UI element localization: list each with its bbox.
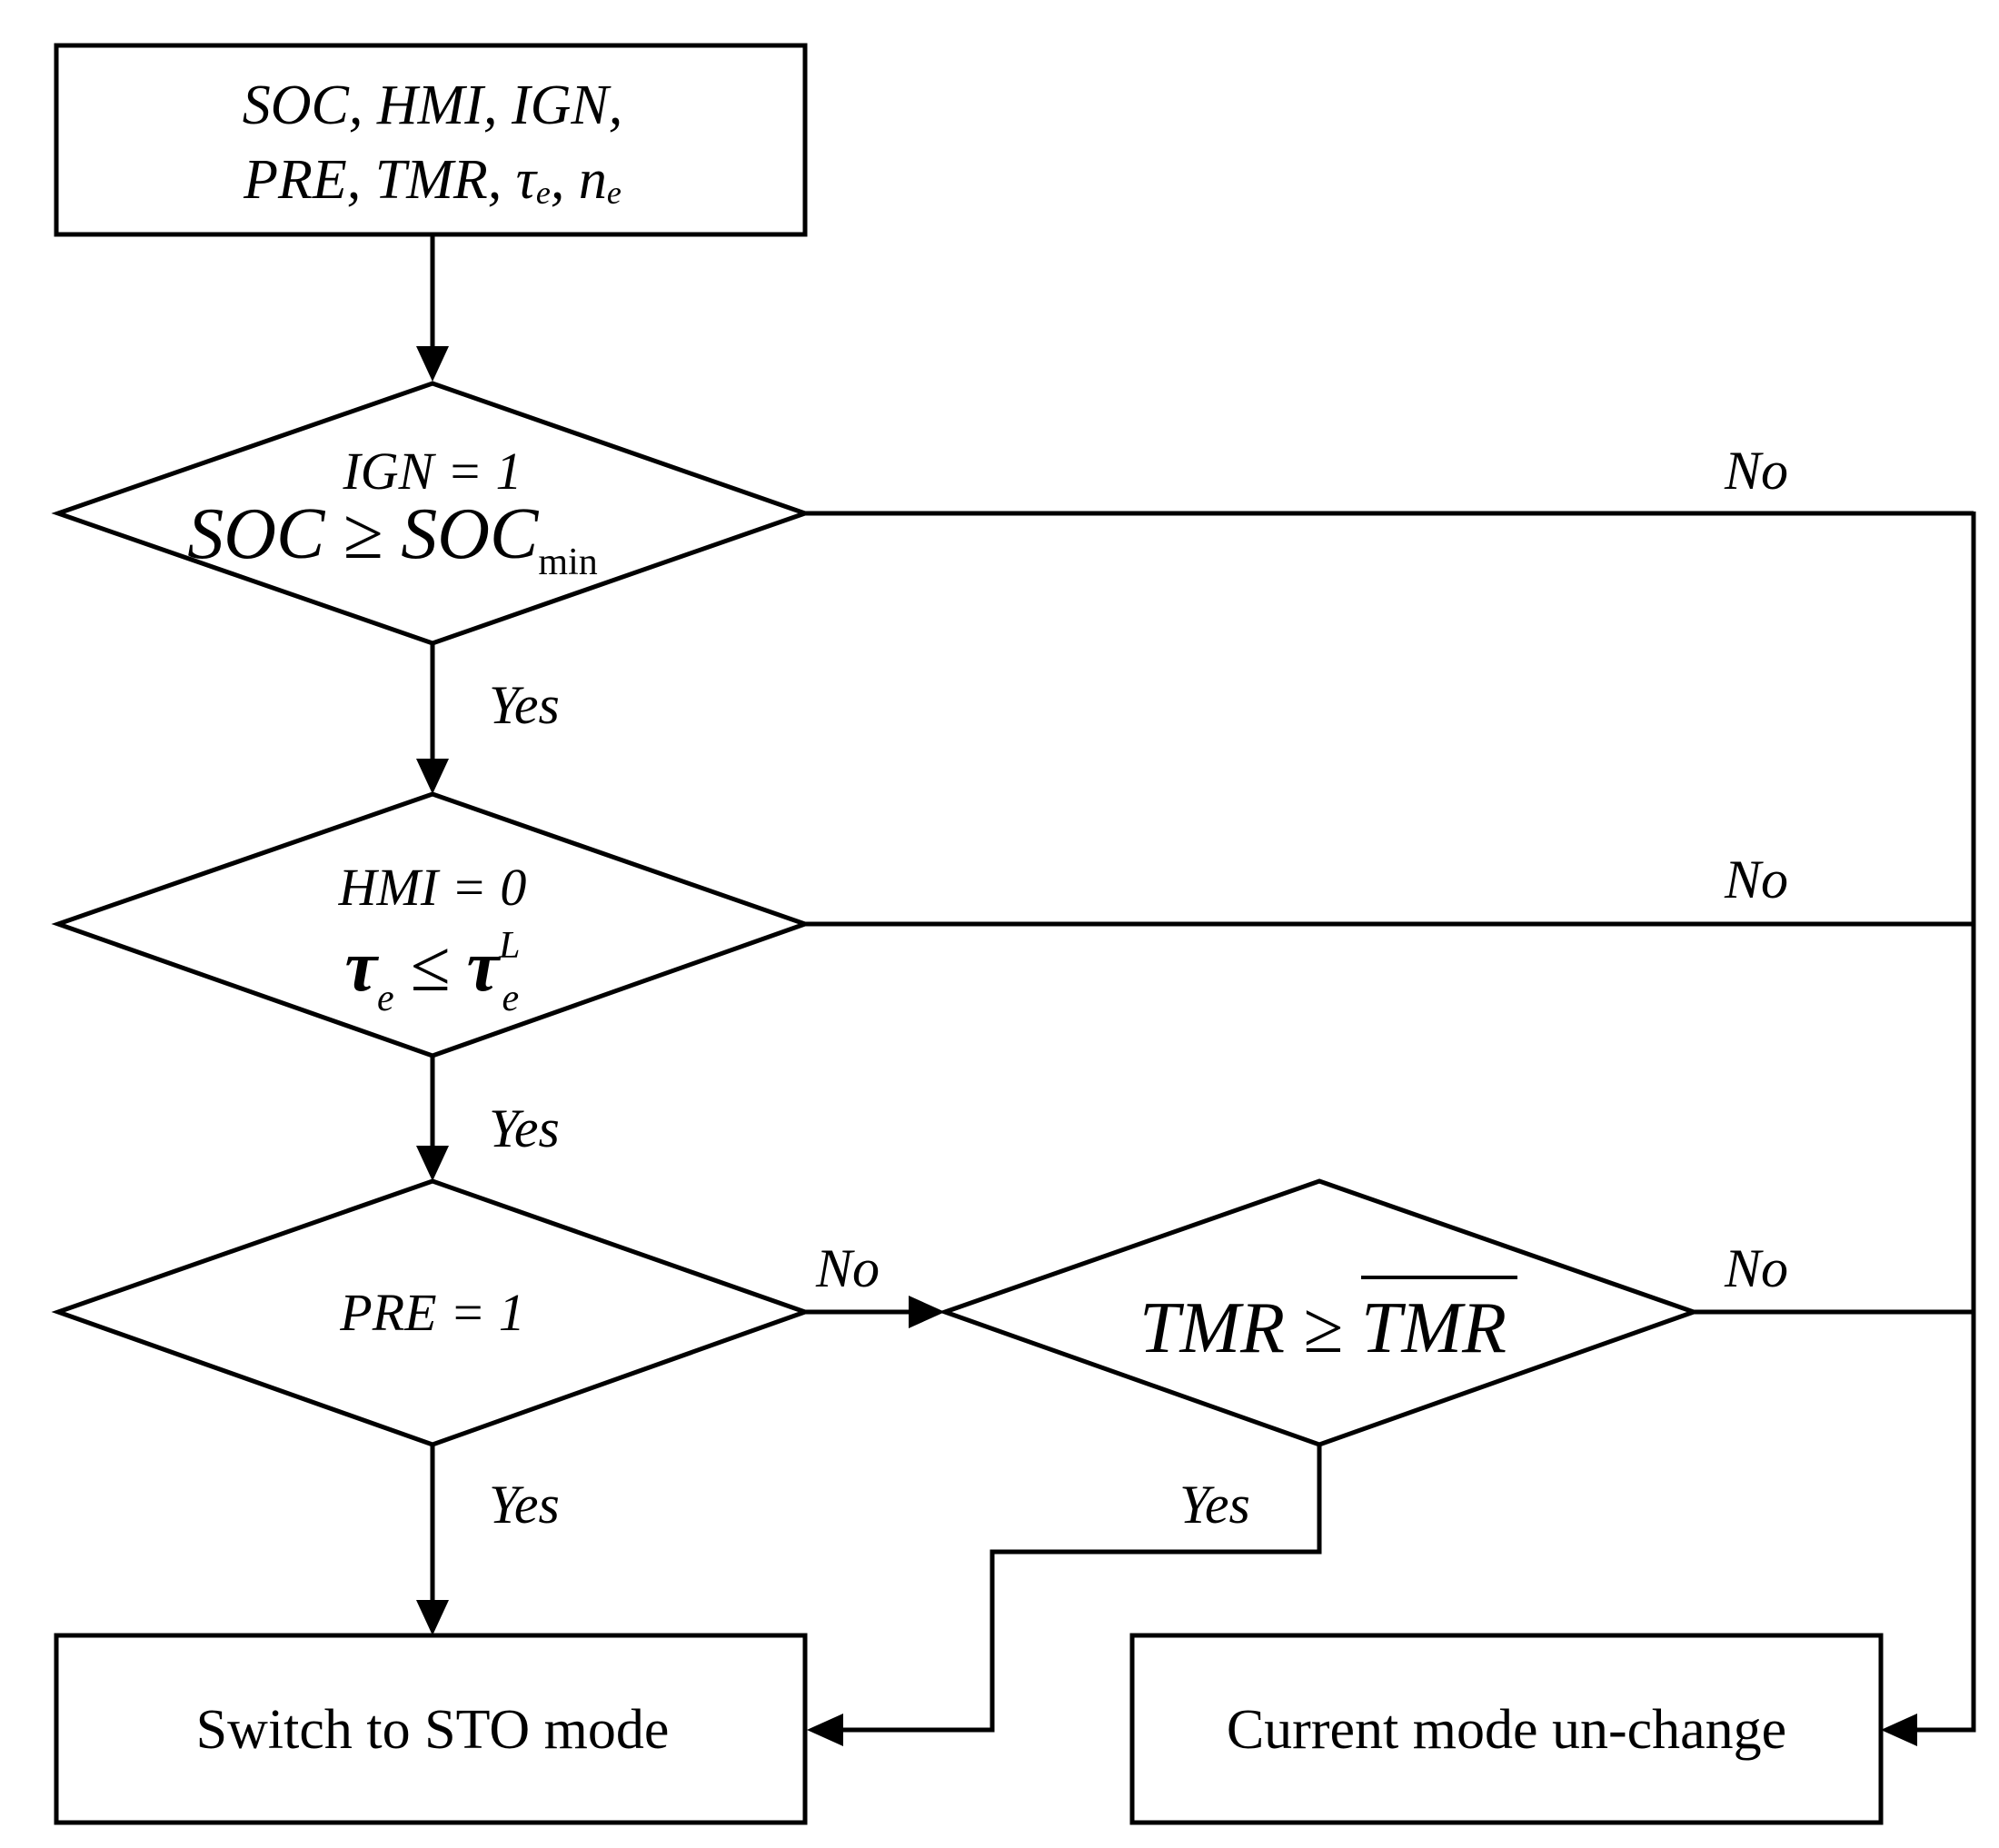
edge-labels: Yes No Yes No No Yes Yes No — [489, 441, 1788, 1535]
label-pre-yes: Yes — [489, 1475, 560, 1535]
decision-ign-line2: SOC ≥ SOCmin — [187, 494, 598, 583]
label-hmi-no: No — [1724, 849, 1788, 909]
decision-hmi-sub1: e — [377, 978, 394, 1019]
inputs-line2-a: PRE, TMR, — [243, 149, 502, 211]
node-decision-ign: IGN = 1 SOC ≥ SOCmin — [51, 381, 812, 646]
decision-hmi-sup2: L — [498, 925, 520, 967]
label-hmi-yes: Yes — [489, 1098, 560, 1158]
label-tmr-yes: Yes — [1179, 1475, 1250, 1535]
decision-tmr-label: TMR ≥ TMR — [1139, 1288, 1507, 1368]
inputs-tau-sub: e — [536, 174, 551, 211]
arrowhead-tmr — [909, 1296, 945, 1328]
edge-tmr-yes — [841, 1445, 1322, 1733]
inputs-line1: SOC, HMI, IGN, — [243, 75, 622, 136]
label-ign-yes: Yes — [489, 675, 560, 735]
decision-hmi-line1: HMI = 0 — [338, 858, 527, 917]
node-current-mode: Current mode un-change — [1129, 1633, 1884, 1825]
inputs-tau: τ — [516, 149, 539, 211]
decision-ign-min: min — [538, 541, 597, 583]
arrowhead-sto-right — [807, 1714, 843, 1746]
current-mode-label: Current mode un-change — [1227, 1699, 1786, 1761]
decision-pre-diamond — [51, 1178, 812, 1447]
node-inputs: SOC, HMI, IGN, PRE, TMR, τe, ne — [54, 43, 808, 237]
node-switch-sto: Switch to STO mode — [54, 1633, 808, 1825]
connectors — [416, 234, 1976, 1746]
decision-tmr-lhs: TMR ≥ — [1139, 1288, 1343, 1368]
arrowhead-current — [1881, 1714, 1917, 1746]
decision-hmi-sub2: e — [502, 978, 519, 1019]
current-mode-box — [1129, 1633, 1884, 1825]
decision-ign-diamond — [51, 381, 812, 646]
inputs-box — [54, 43, 808, 237]
decision-hmi-diamond — [51, 791, 812, 1058]
decision-tmr-rhs: TMR — [1361, 1288, 1507, 1368]
inputs-line2: PRE, TMR, τe, ne — [243, 149, 622, 211]
decision-ign-line1: IGN = 1 — [342, 442, 522, 501]
decision-hmi-tau1: τ — [345, 927, 380, 1007]
decision-ign-soc: SOC ≥ SOC — [187, 494, 540, 574]
decision-pre-line1: PRE = 1 — [339, 1283, 524, 1342]
decision-tmr-diamond — [938, 1178, 1701, 1447]
label-ign-no: No — [1724, 441, 1788, 501]
label-pre-no: No — [815, 1238, 880, 1298]
inputs-n: n — [579, 149, 607, 211]
arrowhead-ign — [416, 346, 449, 382]
switch-sto-box — [54, 1633, 808, 1825]
label-tmr-no: No — [1724, 1238, 1788, 1298]
arrowhead-sto — [416, 1600, 449, 1635]
inputs-comma: , — [551, 149, 565, 211]
edge-no-bus — [1915, 512, 1976, 1733]
arrowhead-hmi — [416, 759, 449, 794]
node-decision-tmr: TMR ≥ TMR — [938, 1178, 1701, 1447]
arrowhead-pre — [416, 1146, 449, 1181]
decision-hmi-tau2: τ — [467, 927, 502, 1007]
switch-sto-label: Switch to STO mode — [196, 1699, 670, 1761]
inputs-n-sub: e — [607, 174, 622, 211]
node-decision-pre: PRE = 1 — [51, 1178, 812, 1447]
decision-hmi-leq: ≤ — [411, 927, 451, 1007]
